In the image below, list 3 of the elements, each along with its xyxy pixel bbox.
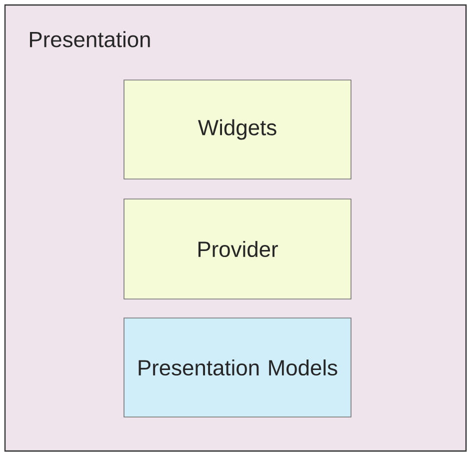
component-box: Widgets	[124, 80, 352, 180]
component-box: Presentation Models	[124, 318, 352, 418]
component-box: Provider	[124, 198, 352, 300]
